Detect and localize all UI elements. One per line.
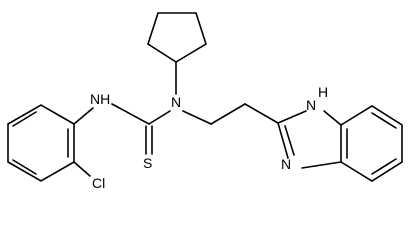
bond-n3-c2-2 — [284, 125, 295, 156]
bond-n3-c2-1 — [277, 122, 289, 159]
bond-ethyl — [210, 103, 246, 125]
molecule-structure: NH N S Cl H N N — [7, 12, 403, 191]
atom-sulfur: S — [143, 155, 152, 171]
chlorophenyl-inner-2 — [12, 159, 37, 175]
atom-chlorine: Cl — [92, 175, 105, 191]
atom-nh-thiourea: NH — [90, 91, 110, 107]
bond-c2-nh — [277, 110, 307, 124]
bond-c3a-n3 — [301, 161, 342, 169]
bond-ethyl-c2 — [244, 103, 279, 124]
bond-n-ethyl — [182, 110, 212, 125]
benzo-ring — [340, 105, 403, 182]
bond-nh-phenyl — [73, 107, 94, 125]
chlorophenyl-ring — [7, 104, 75, 182]
bond-c-nh — [111, 103, 150, 125]
benzo-inner-1 — [371, 112, 397, 129]
bond-n-c — [148, 110, 171, 125]
atom-nh-imidazole-n: N — [306, 97, 316, 113]
atom-n-central: N — [171, 94, 181, 110]
cyclopentyl-ring — [147, 12, 207, 63]
bond-set — [7, 12, 403, 182]
atom-n-imidazole: N — [281, 156, 291, 172]
benzo-inner-2 — [371, 158, 397, 175]
bond-phenyl-cl — [73, 161, 91, 177]
atom-nh-imidazole-h: H — [318, 84, 328, 100]
bond-nh-c7a — [323, 110, 342, 126]
chlorophenyl-inner-3 — [12, 111, 37, 127]
